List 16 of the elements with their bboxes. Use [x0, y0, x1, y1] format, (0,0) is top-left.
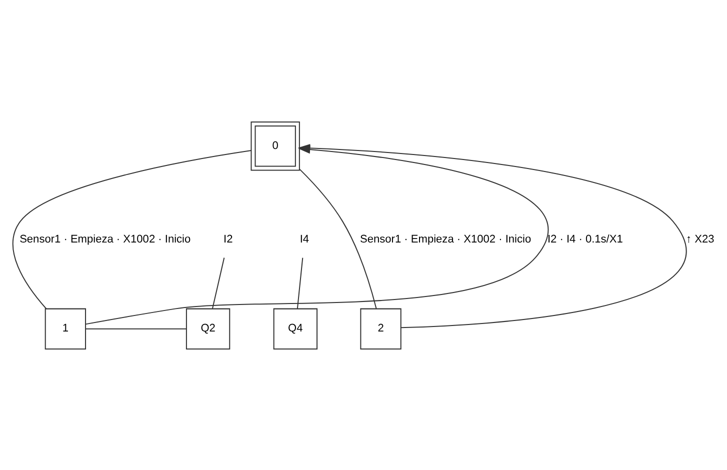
node-box: Q2	[186, 308, 230, 349]
edge-label: I2 · I4 · 0.1s/X1	[547, 232, 623, 245]
node-text: I4	[300, 232, 310, 245]
connector	[296, 257, 304, 308]
node-text: I2	[224, 232, 233, 245]
node-box: Q4	[273, 308, 318, 349]
connector	[212, 257, 225, 308]
connector	[299, 168, 377, 308]
edge-label: ↑ X23	[686, 232, 714, 245]
connector	[86, 328, 186, 329]
edge-label: Sensor1 · Empieza · X1002 · Inicio	[360, 232, 532, 245]
edge-label: Sensor1 · Empieza · X1002 · Inicio	[20, 232, 191, 245]
connector	[12, 149, 252, 309]
node-box: 0	[250, 121, 300, 170]
node-box: 2	[360, 308, 402, 349]
node-box: 1	[44, 308, 86, 349]
